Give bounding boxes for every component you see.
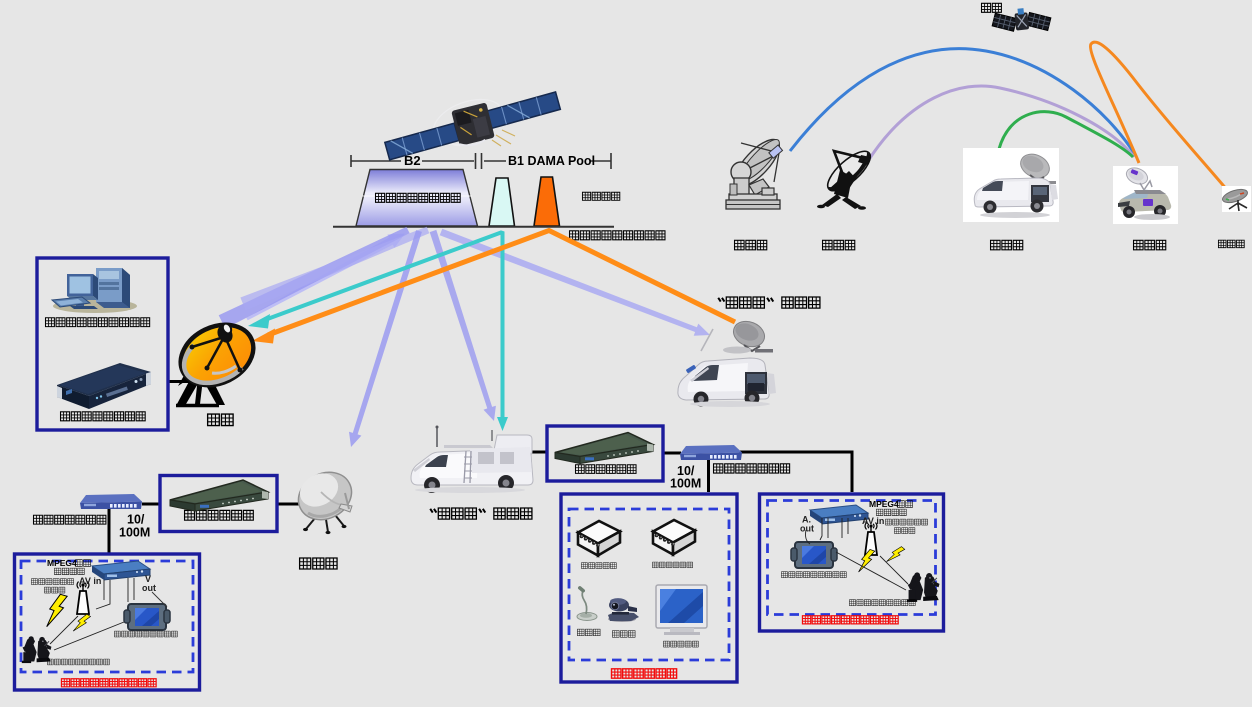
svg-text:100M: 100M: [670, 477, 701, 491]
svg-text:MPEG4: MPEG4: [869, 499, 899, 509]
svg-text:100M: 100M: [119, 526, 150, 540]
svg-text:AV in: AV in: [862, 516, 884, 526]
svg-text:AV in: AV in: [79, 576, 101, 586]
svg-text:V: V: [145, 574, 151, 584]
svg-text:out: out: [142, 583, 156, 593]
svg-text:B2: B2: [404, 153, 421, 168]
svg-text:A.: A.: [802, 515, 811, 525]
svg-text:10/: 10/: [127, 513, 145, 527]
svg-text:10/: 10/: [677, 464, 695, 478]
svg-text:B1 DAMA Pool: B1 DAMA Pool: [508, 154, 595, 168]
svg-text:MPEG4: MPEG4: [47, 558, 77, 568]
svg-text:out: out: [800, 524, 814, 534]
